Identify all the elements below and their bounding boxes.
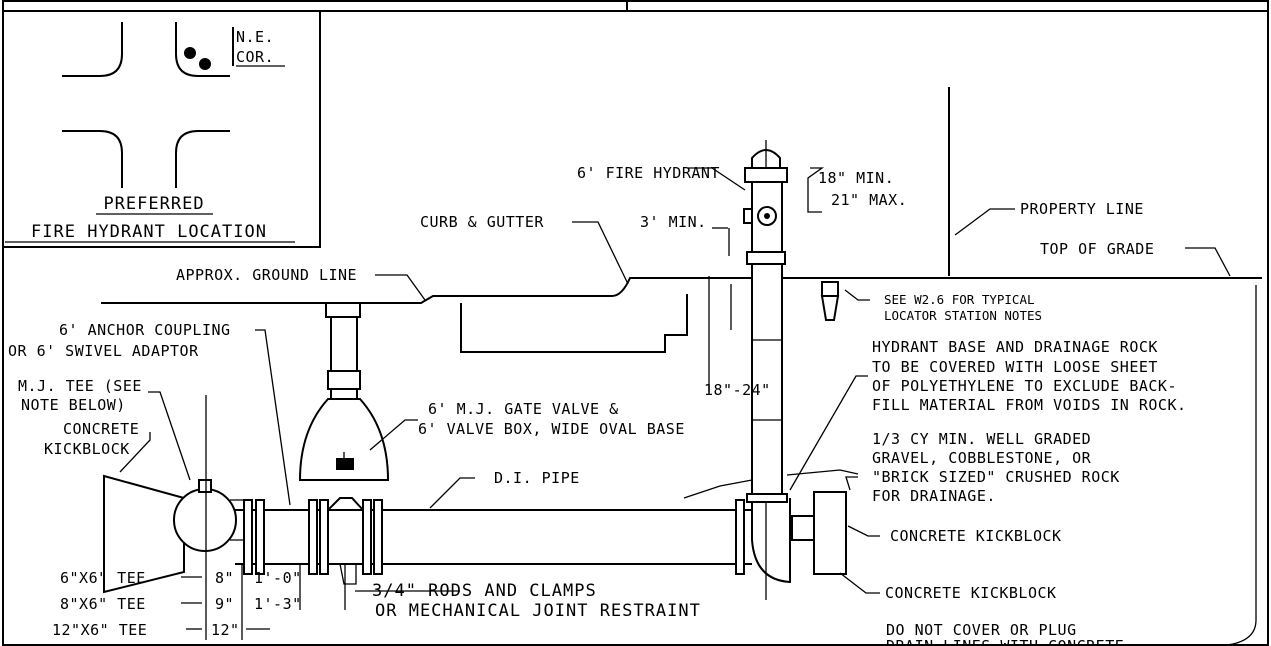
hydrant-symbol-icon — [199, 58, 211, 70]
label-fire-hydrant: 6' FIRE HYDRANT — [577, 164, 720, 182]
label-gravel: GRAVEL, COBBLESTONE, OR — [872, 449, 1092, 467]
label-drain-note: DRAIN LINES WITH CONCRETE — [886, 637, 1124, 646]
label-rods-clamps: OR MECHANICAL JOINT RESTRAINT — [375, 601, 701, 621]
tee-size: 8"X6" TEE — [60, 595, 146, 613]
label-gate-valve: 6' VALVE BOX, WIDE OVAL BASE — [418, 420, 685, 438]
inset-box — [2, 10, 321, 248]
label-dim-18-24: 18"-24" — [704, 381, 771, 399]
tee-size: 12"X6" TEE — [52, 621, 147, 639]
label-concrete-kickblock: CONCRETE — [63, 420, 139, 438]
label-see-w26: LOCATOR STATION NOTES — [884, 308, 1042, 323]
tee-size-table: 6"X6" TEE 8" 1'-0" 8"X6" TEE 9" 1'-3" 12… — [52, 569, 302, 639]
label-top-of-grade: TOP OF GRADE — [1040, 240, 1154, 258]
inset-location-diagram: N.E. COR. PREFERRED FIRE HYDRANT LOCATIO… — [2, 10, 321, 248]
label-gravel: FOR DRAINAGE. — [872, 487, 996, 505]
concrete-kickblock-right — [813, 491, 847, 575]
tee-dim-a: 12" — [211, 621, 240, 639]
label-kickblock-bottom: CONCRETE KICKBLOCK — [885, 584, 1057, 602]
inset-title: PREFERRED — [103, 194, 204, 214]
drainage-rock — [683, 469, 859, 499]
hydrant-symbol-icon — [184, 47, 196, 59]
leader-lines — [119, 167, 1231, 594]
label-see-w26: SEE W2.6 FOR TYPICAL — [884, 292, 1035, 307]
label-rods-clamps: 3/4" RODS AND CLAMPS — [372, 581, 597, 601]
locator-stake — [820, 281, 840, 321]
label-dim-21: 21" MAX. — [831, 191, 907, 209]
curb-gutter — [460, 294, 688, 353]
label-gravel: "BRICK SIZED" CRUSHED ROCK — [872, 468, 1120, 486]
nec-label: N.E. — [236, 28, 274, 46]
label-anchor-coupling: 6' ANCHOR COUPLING — [59, 321, 231, 339]
valve-box — [298, 302, 390, 481]
label-dim-18: 18" MIN. — [818, 169, 894, 187]
label-kickblock-right: CONCRETE KICKBLOCK — [890, 527, 1062, 545]
tee-size: 6"X6" TEE — [60, 569, 146, 587]
fire-hydrant — [743, 140, 815, 600]
label-ground-line: APPROX. GROUND LINE — [176, 266, 357, 284]
inset-title: FIRE HYDRANT LOCATION — [31, 222, 267, 242]
tee-dim-b: 1'-3" — [254, 595, 302, 613]
nec-label: COR. — [236, 48, 274, 66]
label-3-min: 3' MIN. — [640, 213, 707, 231]
tee-dim-a: 9" — [215, 595, 234, 613]
label-drain-note: DO NOT COVER OR PLUG — [886, 621, 1077, 639]
label-mj-tee: M.J. TEE (SEE — [18, 377, 142, 395]
label-drainage-rock: TO BE COVERED WITH LOOSE SHEET — [872, 358, 1158, 376]
label-gate-valve: 6' M.J. GATE VALVE & — [428, 400, 619, 418]
label-curb-gutter: CURB & GUTTER — [420, 213, 544, 231]
mj-tee — [173, 488, 237, 552]
concrete-kickblock-left — [103, 474, 185, 594]
tee-dim-a: 8" — [215, 569, 234, 587]
label-property-line: PROPERTY LINE — [1020, 200, 1144, 218]
di-pipe — [235, 497, 752, 585]
label-drainage-rock: HYDRANT BASE AND DRAINAGE ROCK — [872, 338, 1158, 356]
label-drainage-rock: FILL MATERIAL FROM VOIDS IN ROCK. — [872, 396, 1187, 414]
tee-dim-b: 1'-0" — [254, 569, 302, 587]
label-mj-tee: NOTE BELOW) — [21, 396, 126, 414]
label-anchor-coupling: OR 6' SWIVEL ADAPTOR — [8, 342, 199, 360]
label-gravel: 1/3 CY MIN. WELL GRADED — [872, 430, 1091, 448]
label-concrete-kickblock: KICKBLOCK — [44, 440, 130, 458]
ground-line — [101, 277, 1262, 304]
label-drainage-rock: OF POLYETHYLENE TO EXCLUDE BACK- — [872, 377, 1177, 395]
label-di-pipe: D.I. PIPE — [494, 469, 580, 487]
